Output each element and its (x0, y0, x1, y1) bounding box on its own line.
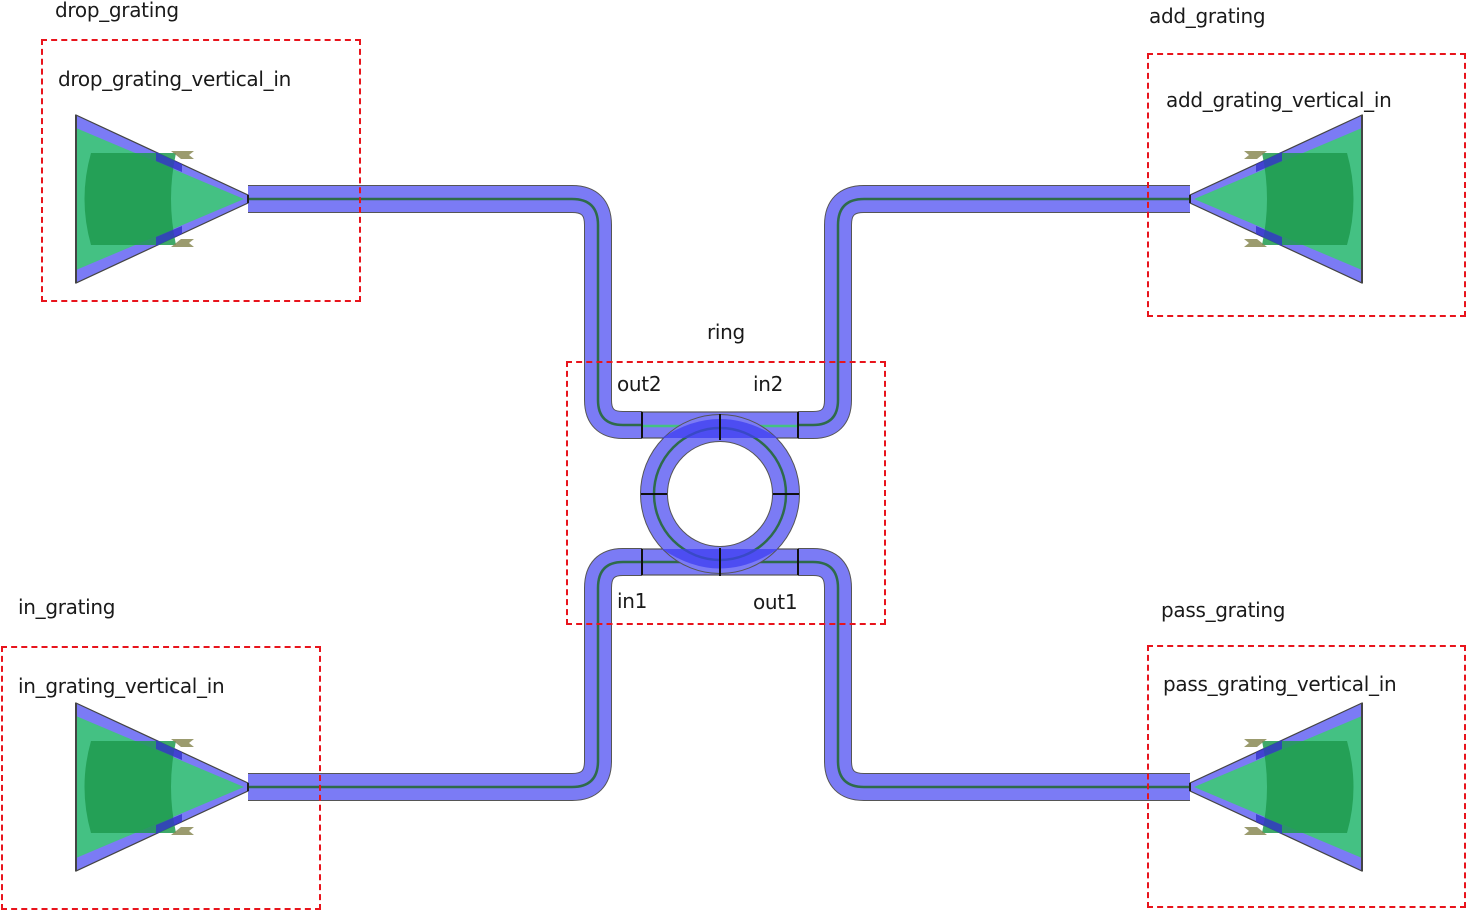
add-grating-port-label: add_grating_vertical_in (1166, 88, 1392, 112)
drop-grating-box (41, 39, 361, 302)
ring-port-out1-label: out1 (753, 590, 798, 614)
drop-grating-label: drop_grating (55, 0, 179, 22)
pass-grating-port-label: pass_grating_vertical_in (1163, 672, 1397, 696)
drop-grating-port-label: drop_grating_vertical_in (58, 67, 291, 91)
ring-label: ring (707, 320, 745, 344)
pass-grating-box (1147, 645, 1466, 908)
in-grating-port-label: in_grating_vertical_in (18, 674, 225, 698)
waveguides (248, 185, 1190, 801)
ring-resonator (640, 411, 800, 576)
ring-port-in1-label: in1 (617, 589, 648, 613)
in-grating-box (1, 646, 321, 910)
ring-box (566, 361, 886, 625)
add-grating-box (1147, 53, 1466, 317)
ring-port-in2-label: in2 (753, 372, 784, 396)
ring-port-out2-label: out2 (617, 372, 662, 396)
in-grating-label: in_grating (18, 595, 116, 619)
add-grating-label: add_grating (1149, 4, 1266, 28)
pass-grating-label: pass_grating (1161, 598, 1286, 622)
